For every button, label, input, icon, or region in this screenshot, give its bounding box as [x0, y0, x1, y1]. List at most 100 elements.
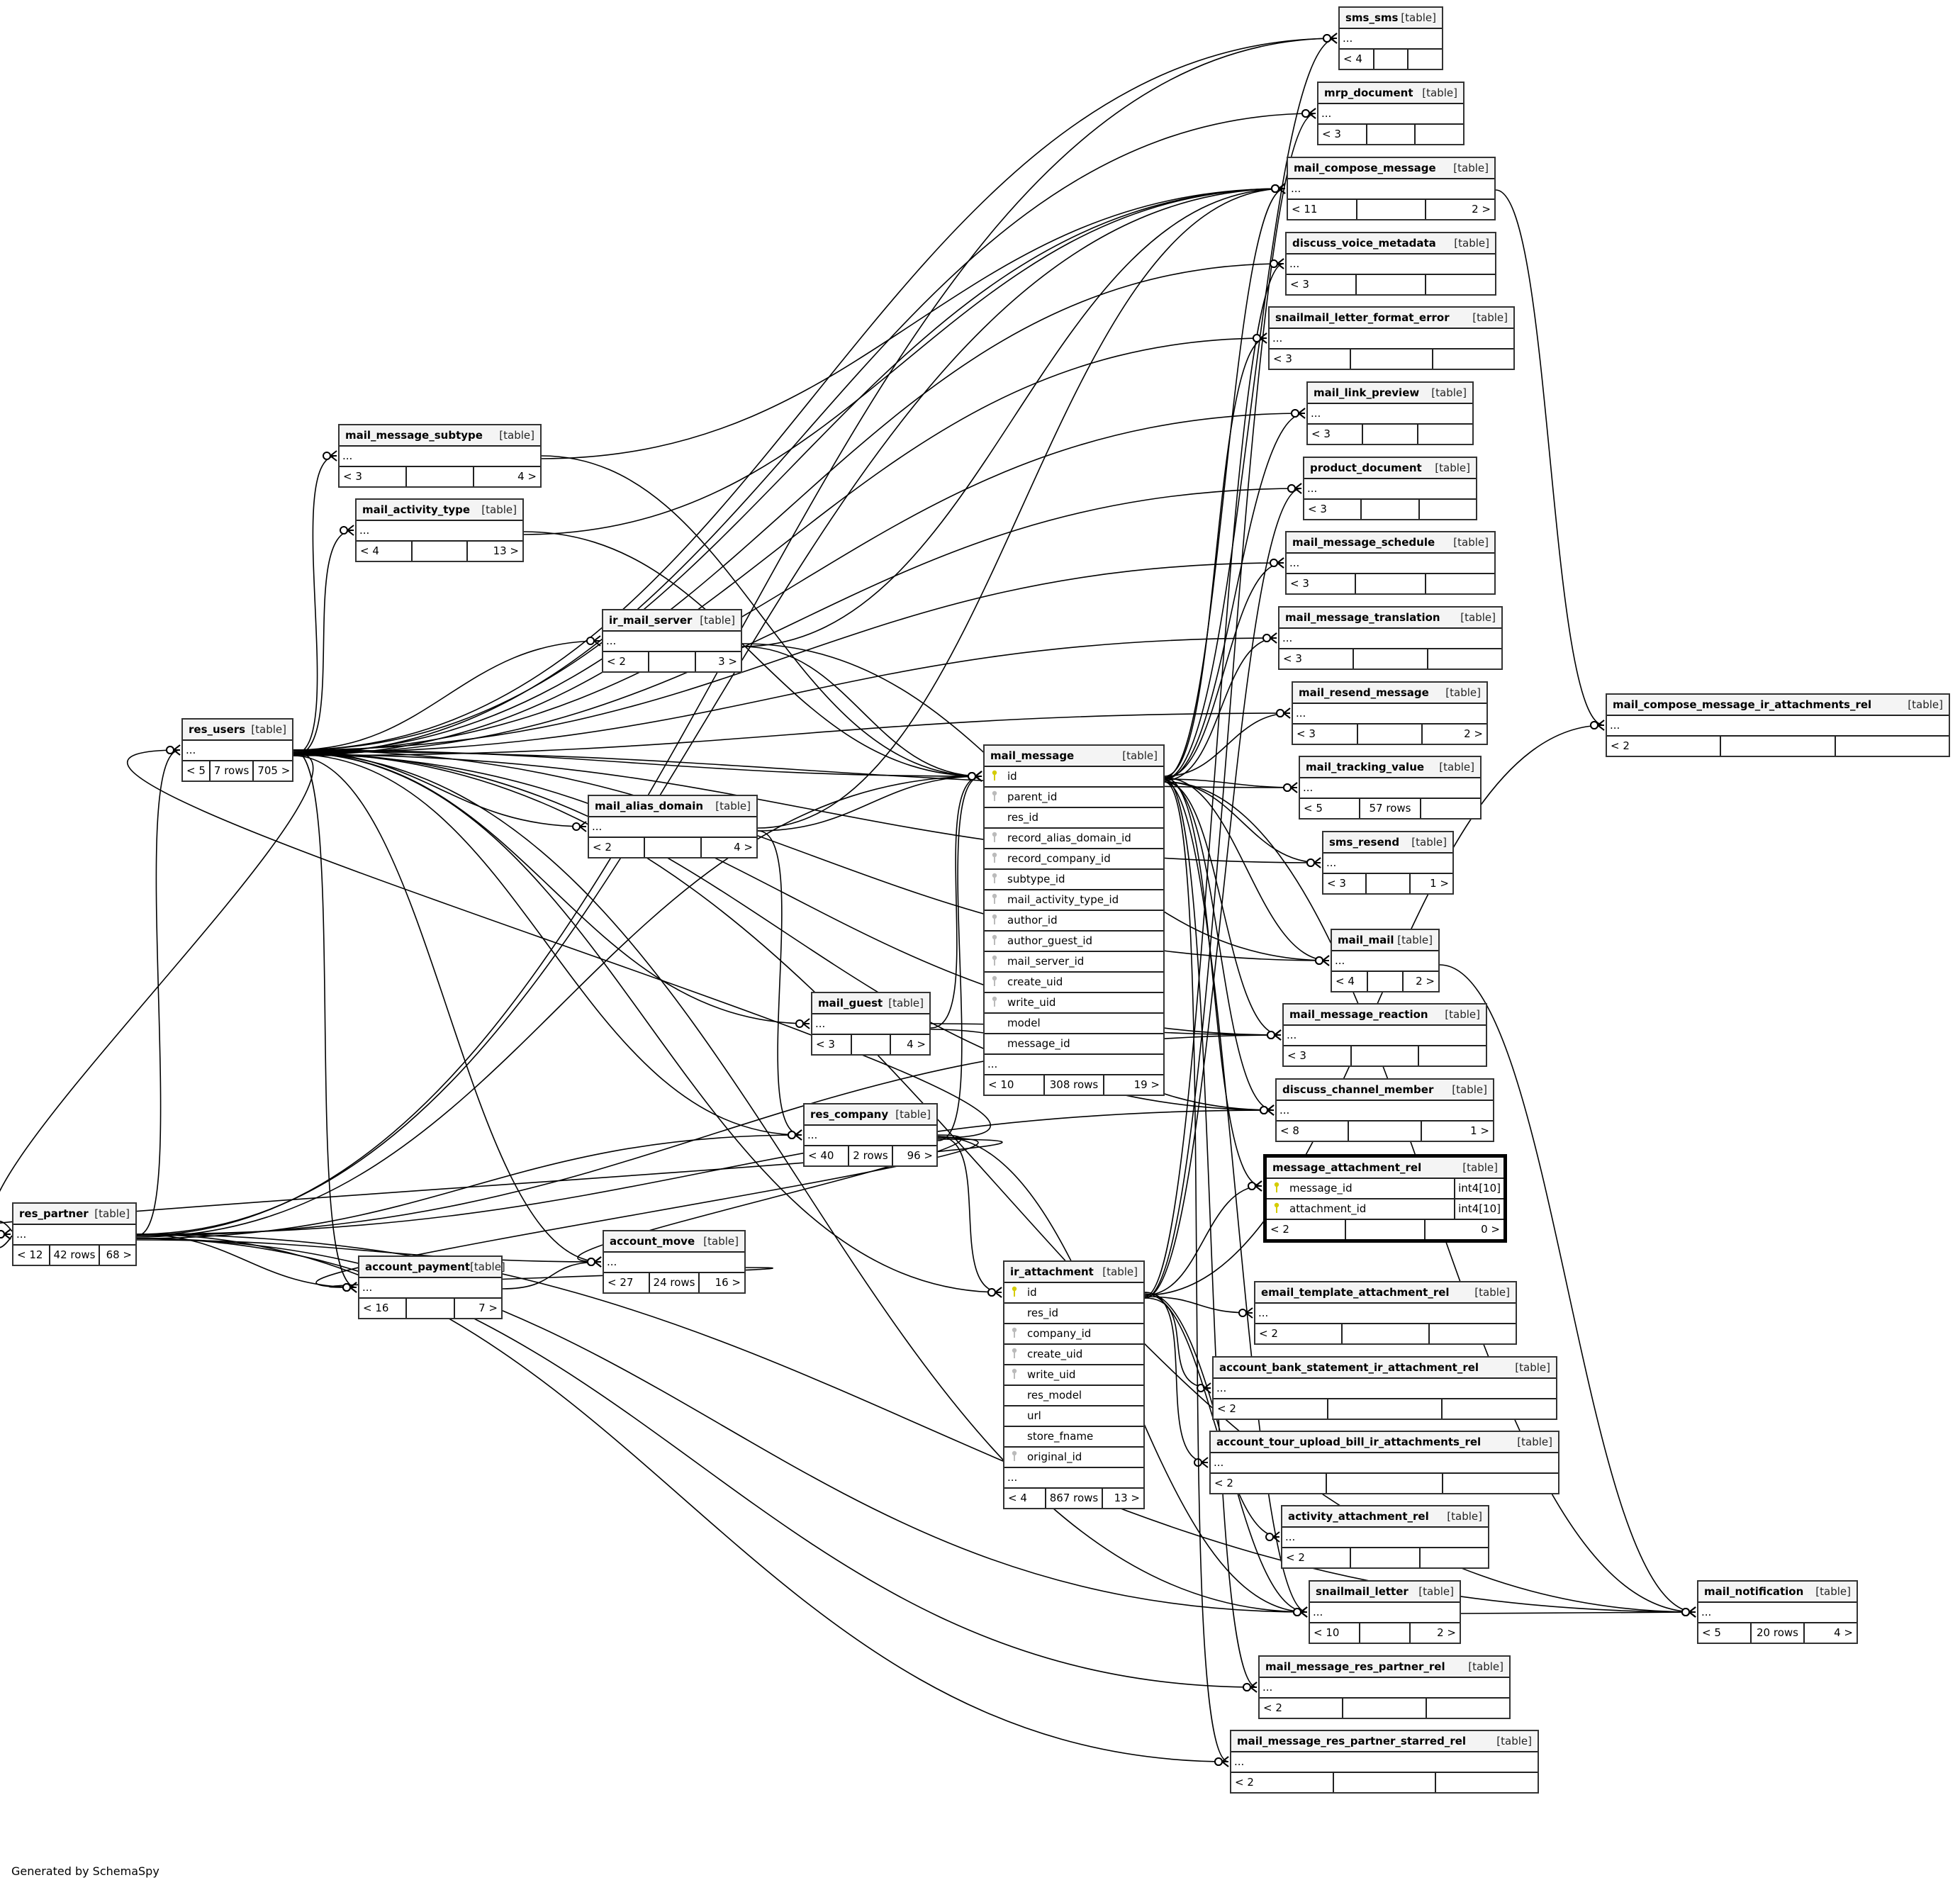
children-count[interactable]	[1421, 1548, 1488, 1567]
table-email-template-attachment-rel[interactable]: email_template_attachment_rel[table]...<…	[1254, 1281, 1517, 1345]
parents-count[interactable]: < 3	[1287, 275, 1357, 294]
more-columns[interactable]: ...	[812, 1014, 929, 1035]
children-count[interactable]: 2 >	[1416, 975, 1435, 988]
table-account-tour-upload-bill-ir-attachments-rel[interactable]: account_tour_upload_bill_ir_attachments_…	[1209, 1431, 1559, 1494]
more-columns[interactable]: ...	[1318, 104, 1463, 125]
more-columns[interactable]: ...	[13, 1225, 135, 1246]
table-mail-compose-message-ir-attachments-rel[interactable]: mail_compose_message_ir_attachments_rel[…	[1606, 693, 1950, 757]
more-columns[interactable]: ...	[1304, 479, 1476, 500]
table-name[interactable]: product_document	[1310, 461, 1422, 474]
table-name[interactable]: account_tour_upload_bill_ir_attachments_…	[1216, 1435, 1482, 1448]
more-columns[interactable]: ...	[1698, 1603, 1857, 1623]
parents-count[interactable]: < 5	[1300, 799, 1361, 818]
more-columns[interactable]: ...	[359, 1278, 501, 1299]
children-count[interactable]: 1 >	[1430, 877, 1449, 890]
column-row[interactable]: company_id	[1004, 1324, 1143, 1345]
more-columns[interactable]: ...	[1287, 254, 1495, 275]
column-row[interactable]: create_uid	[1004, 1345, 1143, 1365]
column-row[interactable]: mail_activity_type_id	[985, 890, 1163, 911]
table-name[interactable]: mail_message_reaction	[1289, 1007, 1428, 1021]
more-columns[interactable]: ...	[1287, 554, 1494, 574]
children-count[interactable]	[1436, 1773, 1538, 1792]
more-columns[interactable]: ...	[1284, 1026, 1486, 1046]
children-count[interactable]	[1427, 1699, 1509, 1718]
table-name[interactable]: ir_mail_server	[609, 613, 693, 627]
parents-count[interactable]: < 2	[603, 652, 650, 671]
more-columns[interactable]: ...	[1310, 1603, 1460, 1623]
table-name[interactable]: sms_resend	[1329, 835, 1400, 849]
table-name[interactable]: account_payment	[365, 1260, 471, 1273]
parents-count[interactable]: < 5	[1698, 1623, 1752, 1643]
parents-count[interactable]: < 40	[805, 1146, 849, 1165]
table-name[interactable]: mail_resend_message	[1299, 686, 1429, 699]
children-count[interactable]: 13 >	[493, 544, 520, 557]
children-count[interactable]: 4 >	[907, 1038, 926, 1051]
children-count[interactable]	[1418, 425, 1472, 444]
column-row[interactable]: author_guest_id	[985, 932, 1163, 952]
table-name[interactable]: mail_message_schedule	[1292, 535, 1435, 549]
more-columns[interactable]: ...	[1607, 716, 1949, 737]
column-row[interactable]: record_alias_domain_id	[985, 829, 1163, 849]
children-count[interactable]	[1409, 50, 1442, 69]
children-count[interactable]	[1428, 649, 1501, 669]
column-row[interactable]: res_id	[985, 808, 1163, 829]
parents-count[interactable]: < 3	[1270, 349, 1352, 369]
more-columns[interactable]: ...	[604, 1253, 744, 1273]
parents-count[interactable]: < 3	[1279, 649, 1354, 669]
column-row[interactable]: message_id	[985, 1034, 1163, 1055]
table-name[interactable]: discuss_channel_member	[1282, 1083, 1434, 1096]
table-name[interactable]: mail_message_res_partner_rel	[1265, 1660, 1445, 1673]
parents-count[interactable]: < 3	[1308, 425, 1363, 444]
more-columns[interactable]: ...	[1255, 1304, 1516, 1324]
table-name[interactable]: mail_notification	[1704, 1584, 1804, 1598]
more-columns[interactable]: ...	[589, 817, 756, 838]
table-activity-attachment-rel[interactable]: activity_attachment_rel[table]...< 2	[1281, 1505, 1489, 1569]
table-product-document[interactable]: product_document[table]...< 3	[1303, 457, 1477, 520]
parents-count[interactable]: < 2	[1231, 1773, 1334, 1792]
parents-count[interactable]: < 3	[340, 467, 407, 486]
column-row[interactable]: mail_server_id	[985, 952, 1163, 973]
children-count[interactable]: 4 >	[734, 841, 753, 854]
column-row[interactable]: parent_id	[985, 788, 1163, 808]
children-count[interactable]: 1 >	[1470, 1124, 1489, 1137]
more-columns[interactable]: ...	[1004, 1468, 1143, 1489]
table-name[interactable]: ir_attachment	[1010, 1265, 1094, 1278]
table-name[interactable]: mail_message_res_partner_starred_rel	[1237, 1734, 1467, 1747]
more-columns[interactable]: ...	[183, 741, 292, 761]
children-count[interactable]	[1426, 275, 1495, 294]
parents-count[interactable]: < 2	[1211, 1474, 1327, 1493]
children-count[interactable]	[1443, 1474, 1558, 1493]
table-mail-message-translation[interactable]: mail_message_translation[table]...< 3	[1278, 606, 1503, 670]
parents-count[interactable]: < 2	[1282, 1548, 1352, 1567]
table-name[interactable]: res_users	[189, 722, 246, 736]
parents-count[interactable]: < 3	[1284, 1046, 1352, 1065]
children-count[interactable]	[1433, 349, 1513, 369]
table-name[interactable]: snailmail_letter_format_error	[1275, 311, 1450, 324]
children-count[interactable]: 705 >	[257, 764, 291, 777]
table-name[interactable]: activity_attachment_rel	[1288, 1509, 1429, 1523]
parents-count[interactable]: < 4	[1332, 972, 1368, 991]
parents-count[interactable]: < 3	[1323, 874, 1367, 893]
table-name[interactable]: account_move	[610, 1234, 695, 1248]
table-mail-link-preview[interactable]: mail_link_preview[table]...< 3	[1306, 381, 1474, 445]
more-columns[interactable]: ...	[340, 447, 540, 467]
table-name[interactable]: mail_tracking_value	[1306, 760, 1425, 773]
table-mail-message-res-partner-starred-rel[interactable]: mail_message_res_partner_starred_rel[tab…	[1230, 1730, 1539, 1794]
table-name[interactable]: mrp_document	[1324, 86, 1413, 99]
column-row[interactable]: model	[985, 1014, 1163, 1034]
column-row[interactable]: id	[1004, 1283, 1143, 1304]
children-count[interactable]	[1416, 125, 1463, 144]
table-name[interactable]: mail_link_preview	[1314, 386, 1420, 399]
